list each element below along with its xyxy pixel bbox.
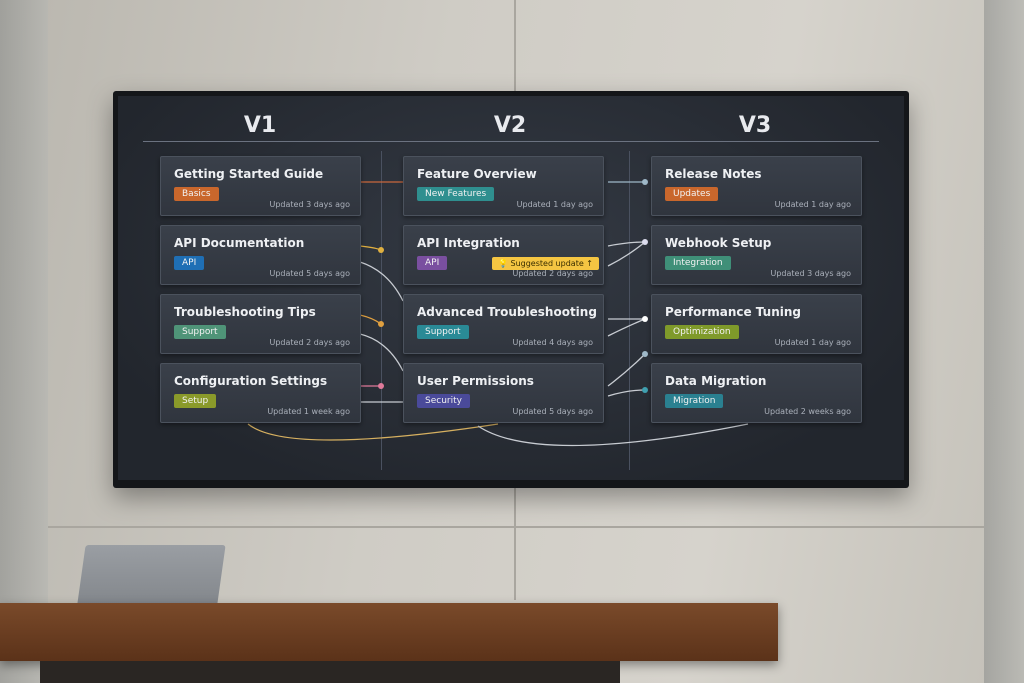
card-title: Webhook Setup [665, 236, 772, 250]
category-tag: Basics [174, 187, 219, 201]
column-header-v2: V2 [493, 113, 527, 138]
updated-time: Updated 1 week ago [267, 407, 350, 416]
doc-card[interactable]: Advanced Troubleshooting Support Updated… [403, 294, 604, 354]
wall-seam [48, 526, 984, 528]
connector-dot [642, 239, 648, 245]
version-board: V1 V2 V3 Getting Started Guide Basics Up… [118, 96, 904, 480]
category-tag: Migration [665, 394, 724, 408]
card-title: API Integration [417, 236, 520, 250]
updated-time: Updated 5 days ago [512, 407, 593, 416]
card-title: User Permissions [417, 374, 534, 388]
connector [607, 353, 646, 397]
updated-time: Updated 3 days ago [269, 200, 350, 209]
card-title: Getting Started Guide [174, 167, 324, 181]
doc-card[interactable]: User Permissions Security Updated 5 days… [403, 363, 604, 423]
connector-dot [378, 247, 384, 253]
category-tag: API [417, 256, 448, 270]
card-title: Performance Tuning [665, 305, 802, 319]
category-tag: Security [417, 394, 470, 408]
desk [0, 603, 778, 661]
doc-card[interactable]: API Documentation API Updated 5 days ago [160, 225, 361, 285]
connector-lines [247, 179, 749, 447]
connector-dot [642, 316, 648, 322]
card-title: Data Migration [665, 374, 767, 388]
card-title: Configuration Settings [174, 374, 328, 388]
card-title: Release Notes [665, 167, 762, 181]
updated-time: Updated 1 day ago [516, 200, 593, 209]
updated-time: Updated 5 days ago [269, 269, 350, 278]
connector-dot [642, 179, 648, 185]
column-divider [381, 151, 382, 470]
connector-dot [642, 387, 648, 393]
column-divider [629, 151, 630, 470]
arrow-up-icon: ↑ [586, 259, 593, 268]
category-tag: New Features [417, 187, 495, 201]
doc-card[interactable]: Webhook Setup Integration Updated 3 days… [651, 225, 862, 285]
connector [359, 333, 404, 372]
desk-base [40, 661, 620, 683]
doc-card[interactable]: Configuration Settings Setup Updated 1 w… [160, 363, 361, 423]
connector-dot [378, 321, 384, 327]
header-divider [143, 141, 879, 142]
connector [247, 423, 499, 441]
card-title: API Documentation [174, 236, 305, 250]
lightbulb-icon: 💡 [497, 259, 508, 268]
updated-time: Updated 2 weeks ago [764, 407, 851, 416]
doc-card[interactable]: Troubleshooting Tips Support Updated 2 d… [160, 294, 361, 354]
updated-time: Updated 1 day ago [774, 200, 851, 209]
column-header-v3: V3 [738, 113, 772, 138]
glass-panel-left [0, 0, 48, 683]
doc-card[interactable]: Getting Started Guide Basics Updated 3 d… [160, 156, 361, 216]
doc-card[interactable]: Release Notes Updates Updated 1 day ago [651, 156, 862, 216]
updated-time: Updated 2 days ago [512, 269, 593, 278]
glass-panel-right [984, 0, 1024, 683]
card-title: Feature Overview [417, 167, 537, 181]
connector [359, 314, 382, 325]
wall-display: V1 V2 V3 Getting Started Guide Basics Up… [113, 91, 909, 488]
connector [607, 318, 646, 337]
category-tag: Integration [665, 256, 731, 270]
suggestion-label: Suggested update [510, 259, 584, 268]
connector [477, 423, 749, 447]
connector [359, 245, 381, 251]
category-tag: API [174, 256, 205, 270]
category-tag: Optimization [665, 325, 739, 339]
connector [607, 241, 646, 267]
connector-dot [378, 383, 384, 389]
doc-card[interactable]: Data Migration Migration Updated 2 weeks… [651, 363, 862, 423]
connector [359, 261, 404, 302]
updated-time: Updated 2 days ago [269, 338, 350, 347]
doc-card[interactable]: Feature Overview New Features Updated 1 … [403, 156, 604, 216]
card-title: Advanced Troubleshooting [417, 305, 597, 319]
updated-time: Updated 1 day ago [774, 338, 851, 347]
column-header-v1: V1 [243, 113, 277, 138]
category-tag: Support [417, 325, 469, 339]
updated-time: Updated 4 days ago [512, 338, 593, 347]
category-tag: Support [174, 325, 226, 339]
card-title: Troubleshooting Tips [174, 305, 316, 319]
doc-card[interactable]: API Integration API Updated 2 days ago💡 … [403, 225, 604, 285]
category-tag: Updates [665, 187, 719, 201]
connector-dot [642, 351, 648, 357]
doc-card[interactable]: Performance Tuning Optimization Updated … [651, 294, 862, 354]
suggested-update-badge[interactable]: 💡 Suggested update ↑ [491, 257, 599, 270]
updated-time: Updated 3 days ago [770, 269, 851, 278]
category-tag: Setup [174, 394, 217, 408]
